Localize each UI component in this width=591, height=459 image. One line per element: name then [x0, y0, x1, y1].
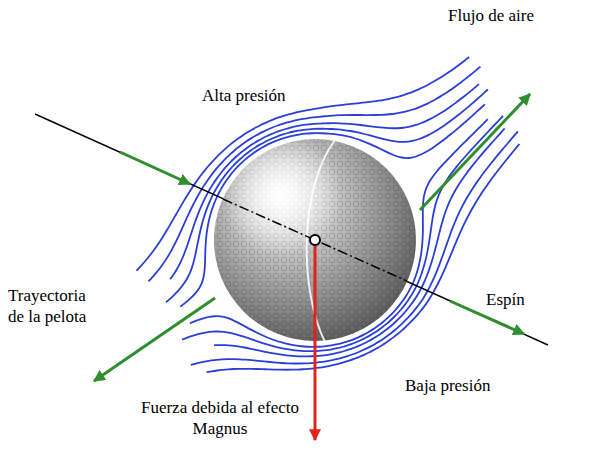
airflow-streamline: [190, 119, 488, 347]
spin-axis: [35, 114, 548, 345]
trajectory-label: Trayectoria de la pelota: [8, 286, 103, 327]
airflow-streamline: [182, 116, 503, 351]
airflow-streamline: [214, 128, 505, 356]
force-label: Fuerza debida al efecto Magnus: [140, 398, 300, 439]
spin-label: Espín: [486, 290, 525, 311]
label-holder: Baja presión: [405, 376, 490, 397]
airflow-label: Flujo de aire: [448, 6, 534, 27]
trajectory-arrow: [94, 298, 215, 381]
pressure-label: Alta presión: [202, 86, 286, 107]
label-holder: Flujo de aire: [448, 6, 534, 27]
airflow-streamline: [191, 131, 518, 364]
pressure-label: Baja presión: [405, 376, 490, 397]
label-holder: Fuerza debida al efecto Magnus: [140, 398, 300, 439]
label-holder: Espín: [486, 290, 525, 311]
label-holder: Alta presión: [202, 86, 286, 107]
ball-center: [310, 235, 320, 245]
ball-seam: [307, 140, 335, 342]
airflow-lines: [136, 57, 519, 372]
label-holder: Trayectoria de la pelota: [8, 286, 103, 327]
magnus-force-arrow: [314, 244, 317, 440]
airflow-arrow: [420, 94, 530, 210]
spin-arrow-in: [120, 152, 190, 184]
